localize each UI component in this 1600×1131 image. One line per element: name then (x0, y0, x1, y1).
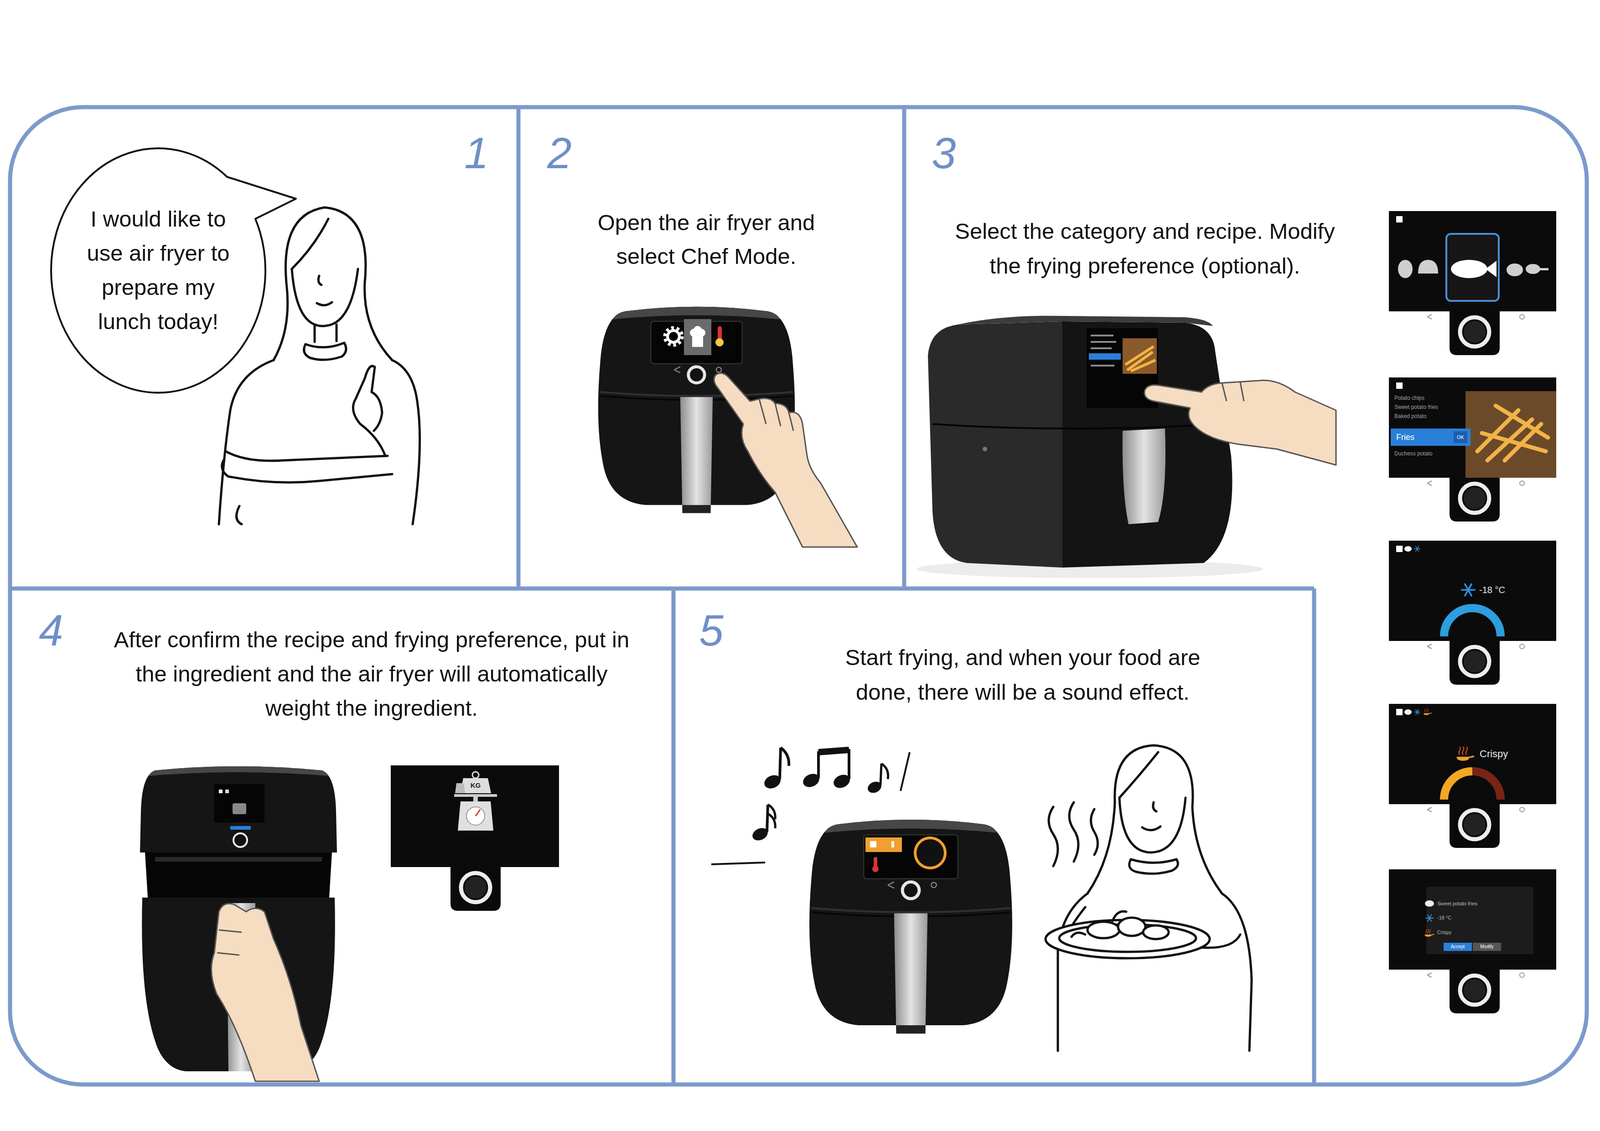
story-panel: 4 After confirm the recipe and frying pre… (10, 588, 674, 1085)
modify-button: Modify (1472, 943, 1502, 951)
step-text: Select the category and recipe. Modify t… (939, 213, 1351, 284)
panel-number: 5 (693, 605, 730, 656)
music-notes (711, 747, 910, 865)
recipe-screen: Potato chipsSweet potato friesBaked pota… (1388, 377, 1557, 478)
control-screens (1388, 211, 1557, 1014)
menu-item: Sweet potato fries (1394, 403, 1439, 411)
bubble-outline (45, 136, 301, 397)
hand (714, 372, 858, 548)
step-text: After confirm the recipe and frying pref… (111, 622, 632, 726)
summary-screen: Sweet potato fries -18 °C CrispyAcceptModi… (1388, 869, 1557, 970)
accept-button: Accept (1443, 943, 1472, 951)
speech-text: I would like to use air fryer to prepare… (82, 201, 234, 339)
ok-button: OK (1453, 434, 1468, 441)
weight-label: KG (466, 781, 485, 790)
panel-number: 1 (458, 128, 495, 179)
preference-screen: Crispy (1388, 704, 1557, 805)
temperature-screen: -18 °C (1388, 540, 1557, 642)
temperature-value: -18 °C (1479, 584, 1506, 596)
story-panel: 1 I would like to use air fryer to prepar… (10, 107, 519, 589)
hand (1144, 380, 1336, 466)
summary-item: Crispy (1437, 929, 1452, 936)
panel-number: 4 (32, 605, 70, 656)
frame (10, 107, 1587, 1085)
menu-item: Duchess potato (1394, 450, 1433, 457)
summary-item: -18 °C (1437, 914, 1452, 922)
preference-value: Crispy (1479, 748, 1508, 761)
menu-item: Baked potato (1394, 413, 1427, 420)
menu-item: Potato chips (1394, 394, 1425, 402)
hand (211, 903, 320, 1082)
air-fryer-angled (916, 315, 1264, 579)
panel-number: 2 (541, 128, 578, 179)
step-text: Open the air fryer and select Chef Mode. (569, 205, 844, 274)
speech-bubble: I would like to use air fryer to prepare… (45, 136, 301, 397)
story-panel: 3Select the category and recipe. Modify … (904, 107, 1587, 1085)
scale-screen (390, 765, 560, 912)
story-panel: 5Start frying, and when your food are do… (673, 588, 1315, 1085)
step-text: Start frying, and when your food are don… (833, 640, 1212, 710)
woman-with-plate (1045, 745, 1252, 1052)
story-panel: 2Open the air fryer and select Chef Mode… (518, 107, 905, 589)
air-fryer-cooking (809, 819, 1013, 1034)
panel-number: 3 (925, 128, 963, 179)
menu-item-selected: Fries (1396, 432, 1415, 443)
summary-item: Sweet potato fries (1437, 900, 1478, 907)
